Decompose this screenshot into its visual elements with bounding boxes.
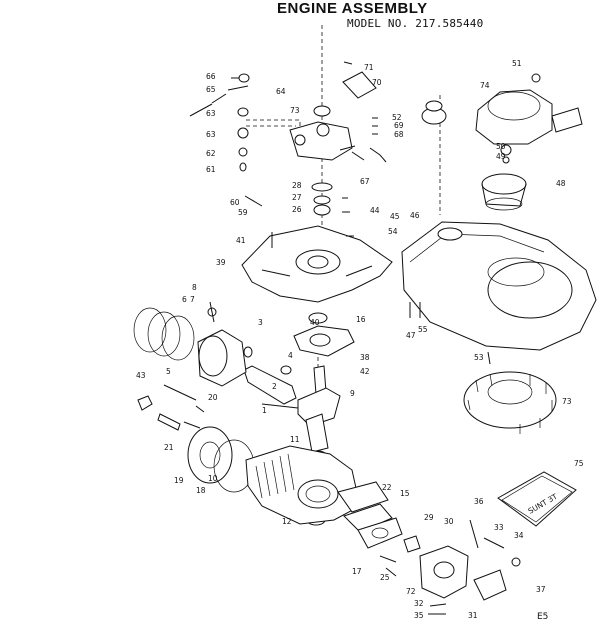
callout-36: 36	[474, 497, 484, 506]
piston-assembly	[133, 301, 253, 411]
blower-housing	[401, 221, 597, 351]
callout-1: 1	[262, 406, 267, 415]
callout-38: 38	[360, 353, 370, 362]
model-number: MODEL NO. 217.585440	[347, 17, 484, 30]
callout-67: 67	[360, 177, 370, 186]
callout-50: 50	[496, 142, 506, 151]
callout-5: 5	[166, 367, 171, 376]
carburetor-upper	[289, 61, 387, 163]
callout-66: 66	[206, 72, 216, 81]
callout-12: 12	[282, 517, 292, 526]
gasket-column	[244, 182, 350, 216]
callout-54: 54	[388, 227, 398, 236]
callout-60: 60	[230, 198, 240, 207]
intake-manifold	[343, 503, 403, 549]
callout-39: 39	[216, 258, 226, 267]
connecting-rod	[243, 365, 299, 409]
callout-33: 33	[494, 523, 504, 532]
callout-27: 27	[292, 193, 302, 202]
callout-70: 70	[372, 78, 382, 87]
callout-3: 3	[258, 318, 263, 327]
callout-17: 17	[352, 567, 362, 576]
callout-46: 46	[410, 211, 420, 220]
callout-65: 65	[206, 85, 216, 94]
callout-59: 59	[238, 208, 248, 217]
callout-10: 10	[208, 474, 218, 483]
spark-plug	[157, 405, 205, 431]
callout-40: 40	[310, 318, 320, 327]
callout-2: 2	[272, 382, 277, 391]
callout-9: 9	[350, 389, 355, 398]
callout-41: 41	[236, 236, 246, 245]
callout-63: 63	[206, 130, 216, 139]
callout-73: 73	[562, 397, 572, 406]
callout-34: 34	[514, 531, 524, 540]
callout-61: 61	[206, 165, 216, 174]
callout-37: 37	[536, 585, 546, 594]
callout-20: 20	[208, 393, 218, 402]
corner-code: E5	[537, 612, 549, 622]
callout-71: 71	[364, 63, 374, 72]
callout-26: 26	[292, 205, 302, 214]
mid-plate	[241, 225, 393, 303]
carburetor-lower	[379, 519, 521, 615]
callout-42: 42	[360, 367, 370, 376]
callout-6: 6	[182, 295, 187, 304]
callout-51: 51	[512, 59, 522, 68]
callout-48: 48	[556, 179, 566, 188]
callout-7: 7	[190, 295, 195, 304]
callout-4: 4	[288, 351, 293, 360]
callout-8: 8	[192, 283, 197, 292]
small-parts-top-left	[189, 73, 250, 172]
flywheel	[463, 351, 557, 434]
callout-74: 74	[480, 81, 490, 90]
alignment-line-carb	[246, 119, 301, 130]
callout-63: 63	[206, 109, 216, 118]
callout-21: 21	[164, 443, 174, 452]
callout-32: 32	[414, 599, 424, 608]
callout-35: 35	[414, 611, 424, 620]
callout-29: 29	[424, 513, 434, 522]
starter-cup	[481, 173, 527, 211]
callout-75: 75	[574, 459, 584, 468]
callout-16: 16	[356, 315, 366, 324]
screws-right	[346, 117, 421, 318]
callout-62: 62	[206, 149, 216, 158]
callout-68: 68	[394, 130, 404, 139]
cylinder	[245, 445, 389, 525]
callout-25: 25	[380, 573, 390, 582]
reed-valve	[293, 312, 355, 357]
callout-55: 55	[418, 325, 428, 334]
callout-18: 18	[196, 486, 206, 495]
callout-53: 53	[474, 353, 484, 362]
callout-15: 15	[400, 489, 410, 498]
callout-47: 47	[406, 331, 416, 340]
callout-52: 52	[392, 113, 402, 122]
crankshaft	[297, 365, 341, 526]
callout-49: 49	[496, 152, 506, 161]
crankcase-cover	[187, 426, 255, 493]
callout-22: 22	[382, 483, 392, 492]
diagram-title: ENGINE ASSEMBLY	[277, 0, 428, 17]
callout-11: 11	[290, 435, 300, 444]
callout-72: 72	[406, 587, 416, 596]
callout-69: 69	[394, 121, 404, 130]
callout-43: 43	[136, 371, 146, 380]
decal: SUNT 3T	[497, 471, 577, 527]
recoil-starter	[421, 73, 583, 164]
callout-73: 73	[290, 106, 300, 115]
callout-28: 28	[292, 181, 302, 190]
callout-30: 30	[444, 517, 454, 526]
callout-31: 31	[468, 611, 478, 620]
callout-64: 64	[276, 87, 286, 96]
callout-45: 45	[390, 212, 400, 221]
callout-19: 19	[174, 476, 184, 485]
callout-44: 44	[370, 206, 380, 215]
